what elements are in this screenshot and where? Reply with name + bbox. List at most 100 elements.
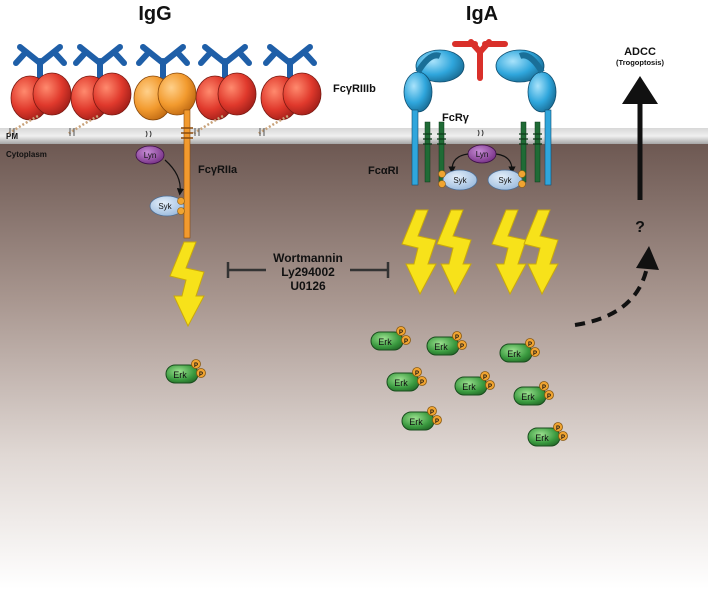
phospho-label-1: P (542, 385, 546, 391)
pm-label: PM (6, 132, 18, 141)
phospho-site-2 (544, 390, 554, 400)
erk-label: Erk (394, 378, 408, 388)
iga-signal-bolt-4 (523, 209, 559, 296)
phospho-label-2: P (404, 339, 408, 345)
fcgr2a-stalk (183, 109, 191, 239)
fcar-stalk-1 (411, 109, 419, 186)
fcrg-tm-4 (533, 133, 542, 145)
fcrg-chain-1 (424, 121, 431, 183)
lyn-to-syk-arrow-right (495, 153, 516, 174)
phospho-site-2 (485, 380, 495, 390)
fcrg-label: FcRγ (442, 112, 470, 124)
erk-label: Erk (462, 382, 476, 392)
syk-phospho-2 (177, 207, 185, 215)
phospho-site-2 (417, 376, 427, 386)
erk-label: Erk (535, 433, 549, 443)
phospho-site-2 (401, 335, 411, 345)
syk-label-iga-1: Syk (453, 176, 467, 185)
fc-receptor-domain-2 (32, 72, 72, 116)
phospho-label-2: P (547, 394, 551, 400)
adcc-dashed-arrowhead (636, 246, 659, 270)
erk-molecule-8: Erk PP (401, 406, 442, 431)
phospho-site-2 (558, 431, 568, 441)
lipid-tails (194, 128, 200, 136)
iga-signal-bolt-2 (436, 209, 472, 296)
fcgr3b-receptors (7, 44, 322, 136)
phospho-site-1 (396, 326, 406, 336)
fcrg-tm-1 (423, 133, 432, 145)
fcar1-label: FcαRI (368, 165, 399, 177)
erk-label: Erk (378, 337, 392, 347)
lipid-tails (9, 128, 15, 136)
fc-receptor-domain-2 (217, 72, 257, 116)
phospho-label-1: P (556, 426, 560, 432)
adcc-solid-arrowhead (622, 76, 658, 104)
cytoplasm-region (0, 143, 708, 589)
igg-antibody (136, 44, 190, 84)
fcgr2a-label: FcγRIIa (198, 164, 238, 176)
erk-label: Erk (173, 370, 187, 380)
phospho-label-1: P (483, 375, 487, 381)
itam-phospho-4 (518, 180, 526, 188)
erk-molecule-6: Erk PP (454, 371, 495, 396)
phospho-site-1 (480, 371, 490, 381)
syk-label-iga-2: Syk (498, 176, 512, 185)
lipid-tails (69, 128, 75, 136)
lyn-label-iga: Lyn (476, 150, 489, 159)
phospho-site-1 (427, 406, 437, 416)
phospho-site-2 (432, 415, 442, 425)
adcc-title: ADCC (624, 46, 656, 58)
phospho-label-1: P (430, 410, 434, 416)
lipid-tails (259, 128, 265, 136)
signal-arrows (169, 209, 559, 328)
plasma-membrane (0, 128, 708, 144)
fcar-lower-domain-2 (527, 71, 557, 113)
phospho-site-1 (539, 381, 549, 391)
fcar-hinge-2 (518, 52, 545, 74)
phospho-label-2: P (435, 419, 439, 425)
lyn-anchor (145, 130, 152, 138)
phospho-label-2: P (199, 372, 203, 378)
inhibitor-u0126: U0126 (290, 279, 326, 293)
phospho-label-2: P (561, 435, 565, 441)
lyn-anchor-iga (477, 129, 484, 137)
igg-signal-bolt (169, 241, 205, 328)
transmembrane-segment (181, 127, 193, 139)
itam-phospho-3 (518, 170, 526, 178)
adcc-subtitle: (Trogoptosis) (616, 58, 664, 67)
phospho-label-2: P (488, 384, 492, 390)
inhibitor-ly294002: Ly294002 (281, 265, 335, 279)
syk-kinase (149, 195, 185, 217)
erk-molecule-2: Erk PP (370, 326, 411, 351)
erk-label: Erk (409, 417, 423, 427)
phospho-label-1: P (455, 335, 459, 341)
fc-receptor-domain-2 (282, 72, 322, 116)
erk-label: Erk (521, 392, 535, 402)
fcrg-tm-2 (437, 133, 446, 145)
iga-signal-bolt-3 (491, 209, 527, 296)
igg-antibody (73, 44, 127, 84)
fcar-stalk-2 (544, 109, 552, 186)
adcc-dashed-arrow (574, 261, 650, 327)
fcgr3b-receptor-3 (192, 44, 257, 136)
phospho-site-1 (412, 367, 422, 377)
syk-kinase-iga-2 (487, 169, 523, 191)
phospho-label-1: P (415, 371, 419, 377)
lyn-label: Lyn (144, 151, 157, 160)
fc-receptor-domain-2 (92, 72, 132, 116)
phospho-site-1 (452, 331, 462, 341)
phospho-site-1 (553, 422, 563, 432)
phospho-site-2 (457, 340, 467, 350)
fcgr3b-receptor-4 (257, 44, 322, 136)
phospho-label-1: P (399, 330, 403, 336)
syk-label: Syk (158, 202, 172, 211)
lyn-kinase (135, 145, 165, 165)
phospho-site-2 (196, 368, 206, 378)
